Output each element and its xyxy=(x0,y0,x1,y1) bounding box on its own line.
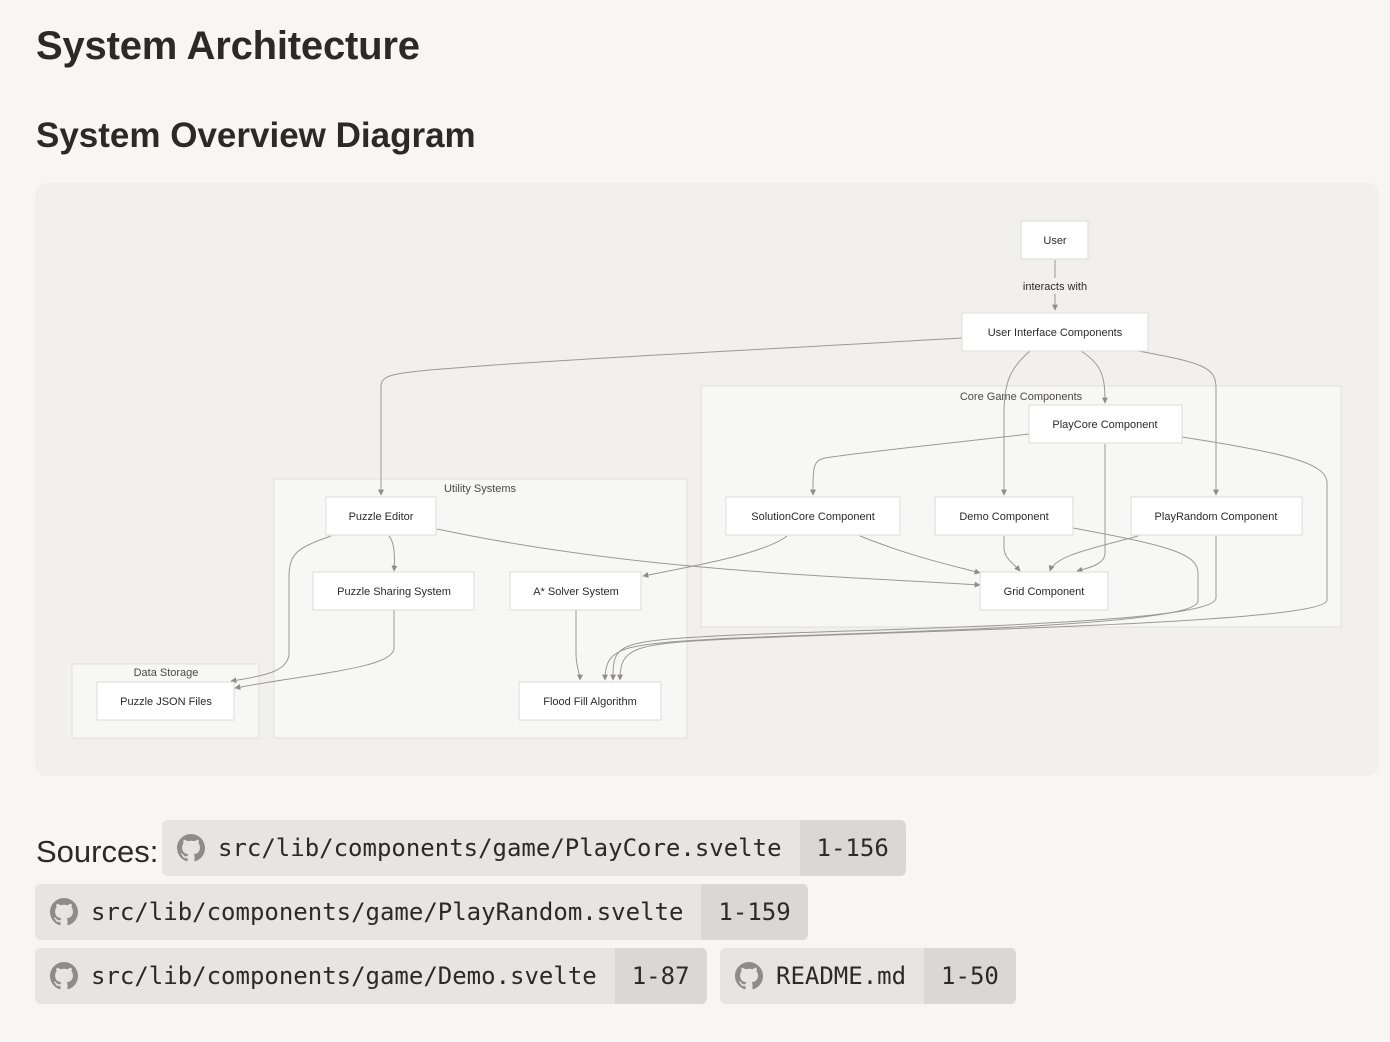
node-solutioncore[interactable]: SolutionCore Component xyxy=(725,496,901,536)
node-playcore[interactable]: PlayCore Component xyxy=(1028,404,1183,444)
node-demo-label: Demo Component xyxy=(959,511,1048,523)
edge-solutioncore-grid xyxy=(859,535,981,575)
node-playrandom[interactable]: PlayRandom Component xyxy=(1130,496,1303,536)
source-chip-playcore[interactable]: src/lib/components/game/PlayCore.svelte … xyxy=(162,820,906,876)
github-icon xyxy=(735,962,763,990)
node-playrandom-label: PlayRandom Component xyxy=(1155,511,1278,523)
edge-playrandom-grid xyxy=(1048,535,1139,572)
edge-editor-sharing xyxy=(388,535,398,572)
node-puzzle-sharing-label: Puzzle Sharing System xyxy=(337,586,451,598)
section-title: System Overview Diagram xyxy=(36,116,476,155)
source-chip-readme[interactable]: README.md 1-50 xyxy=(720,948,1016,1004)
github-icon xyxy=(50,962,78,990)
edge-playcore-grid xyxy=(1076,444,1106,573)
node-demo[interactable]: Demo Component xyxy=(934,496,1074,536)
edge-demo-floodfill xyxy=(602,527,1199,681)
node-puzzle-sharing[interactable]: Puzzle Sharing System xyxy=(312,571,475,611)
source-range: 1-156 xyxy=(799,820,906,876)
edge-editor-grid xyxy=(436,528,981,588)
node-flood-fill[interactable]: Flood Fill Algorithm xyxy=(518,681,662,721)
diagram-edges xyxy=(230,260,1328,690)
page-title: System Architecture xyxy=(36,24,420,68)
node-grid[interactable]: Grid Component xyxy=(979,571,1109,611)
node-puzzle-json[interactable]: Puzzle JSON Files xyxy=(96,681,235,721)
node-puzzle-editor[interactable]: Puzzle Editor xyxy=(325,496,437,536)
node-user[interactable]: User xyxy=(1020,220,1089,260)
source-range: 1-87 xyxy=(614,948,707,1004)
diagram-canvas: Core Game Components Utility Systems Dat… xyxy=(71,220,1342,739)
edge-ui-playcore xyxy=(1080,350,1108,404)
source-path: README.md xyxy=(776,962,907,990)
source-path: src/lib/components/game/PlayRandom.svelt… xyxy=(91,898,684,926)
node-flood-fill-label: Flood Fill Algorithm xyxy=(543,696,637,708)
node-puzzle-json-label: Puzzle JSON Files xyxy=(120,696,212,708)
source-chip-demo[interactable]: src/lib/components/game/Demo.svelte 1-87 xyxy=(35,948,707,1004)
edge-label-bg xyxy=(1019,278,1091,294)
node-solutioncore-label: SolutionCore Component xyxy=(751,511,875,523)
node-user-interface[interactable]: User Interface Components xyxy=(961,312,1149,352)
source-range: 1-50 xyxy=(924,948,1016,1004)
source-chip-playrandom[interactable]: src/lib/components/game/PlayRandom.svelt… xyxy=(35,884,808,940)
github-icon xyxy=(50,898,78,926)
github-icon xyxy=(177,834,205,862)
node-user-label: User xyxy=(1043,235,1067,247)
edge-ui-editor xyxy=(378,337,963,496)
edge-playcore-solutioncore xyxy=(810,433,1030,496)
node-user-interface-label: User Interface Components xyxy=(988,327,1123,339)
node-puzzle-editor-label: Puzzle Editor xyxy=(349,511,414,523)
subgraph-core-game-label: Core Game Components xyxy=(960,391,1083,403)
source-range: 1-159 xyxy=(701,884,808,940)
edge-ui-demo xyxy=(1001,350,1031,496)
source-path: src/lib/components/game/Demo.svelte xyxy=(91,962,597,990)
edge-ui-playrandom xyxy=(1137,350,1219,496)
node-astar-solver[interactable]: A* Solver System xyxy=(509,571,642,611)
subgraph-data-storage-label: Data Storage xyxy=(134,667,199,679)
edge-label-interacts-with: interacts with xyxy=(1023,281,1087,293)
edge-playcore-floodfill xyxy=(617,436,1328,681)
node-grid-label: Grid Component xyxy=(1004,586,1085,598)
subgraph-utility-label: Utility Systems xyxy=(444,483,517,495)
edge-sharing-json xyxy=(234,610,395,690)
source-path: src/lib/components/game/PlayCore.svelte xyxy=(218,834,782,862)
node-astar-solver-label: A* Solver System xyxy=(533,586,619,598)
edge-playrandom-floodfill xyxy=(610,536,1217,681)
architecture-diagram: Core Game Components Utility Systems Dat… xyxy=(35,183,1379,776)
edge-editor-json xyxy=(230,535,332,684)
edge-demo-grid xyxy=(1003,536,1021,572)
edge-solver-floodfill xyxy=(575,610,583,681)
sources-label: Sources: xyxy=(36,834,159,869)
node-playcore-label: PlayCore Component xyxy=(1052,419,1157,431)
edge-solutioncore-solver xyxy=(642,535,788,578)
